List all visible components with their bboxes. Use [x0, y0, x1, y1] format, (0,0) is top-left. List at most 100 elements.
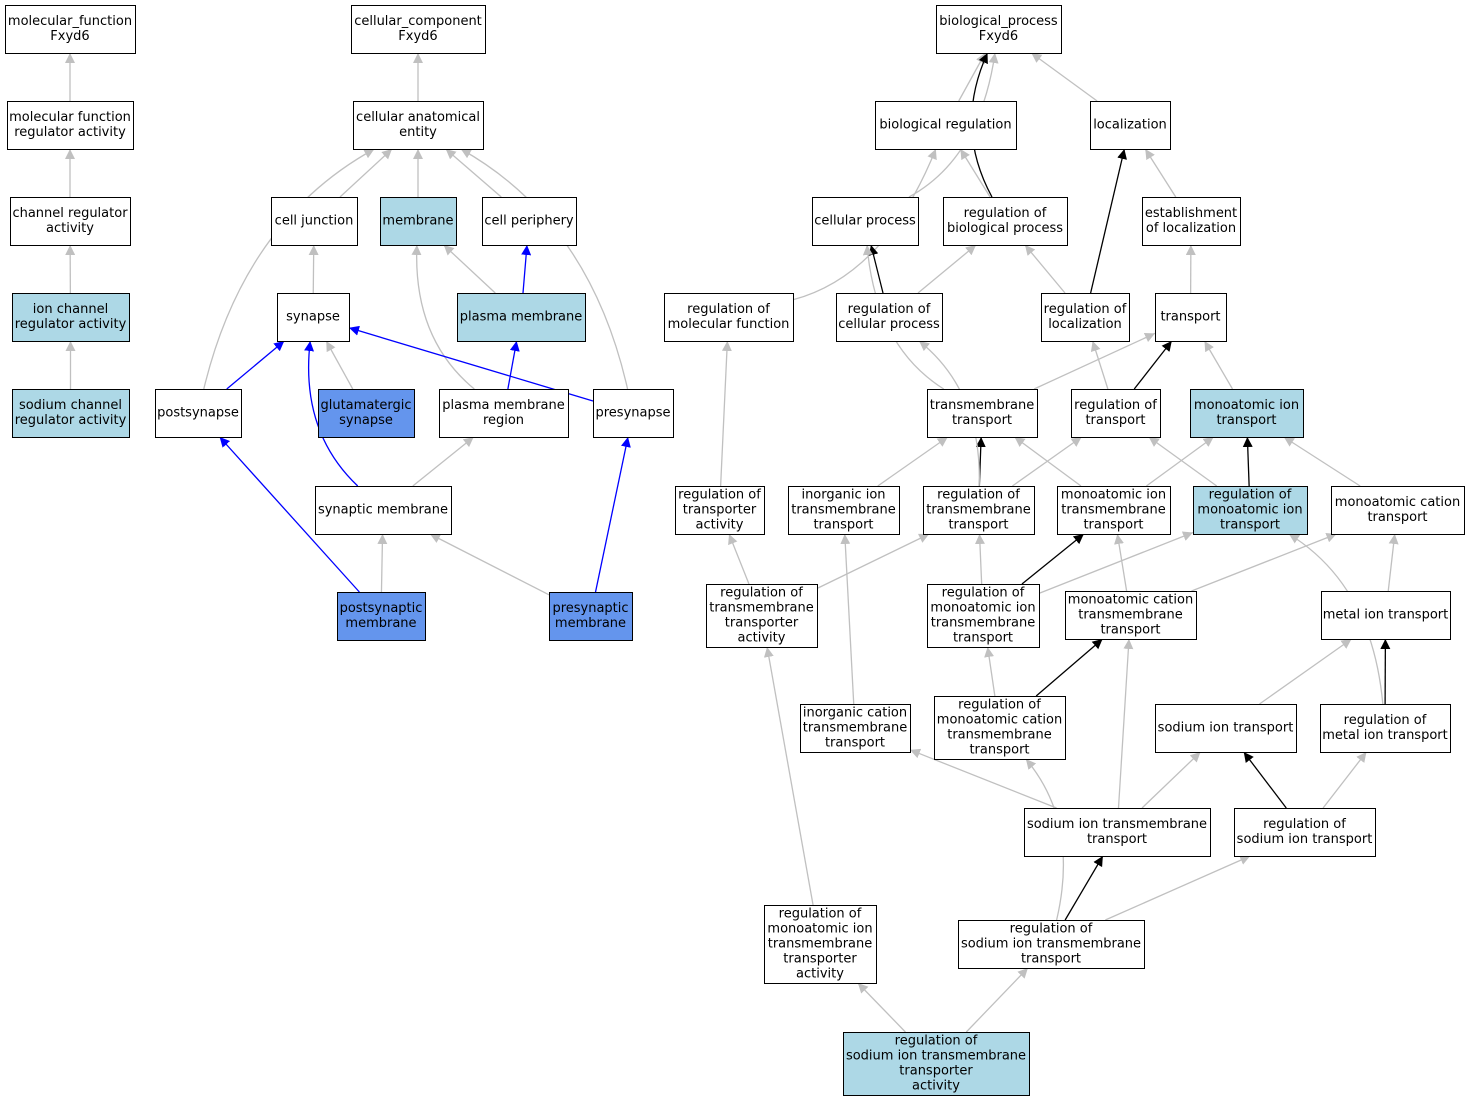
- node-label-line: regulation of: [687, 302, 770, 317]
- node-box: [1155, 293, 1227, 342]
- node-biological-regulation[interactable]: biological regulation: [875, 101, 1017, 150]
- node-cell-junction[interactable]: cell junction: [271, 197, 358, 246]
- node-box: [593, 389, 674, 438]
- node-transport[interactable]: transport: [1155, 293, 1227, 342]
- node-label-line: Fxyd6: [50, 29, 89, 44]
- node-label-line: monoatomic cation: [1335, 495, 1460, 510]
- node-label-line: transmembrane: [926, 503, 1031, 518]
- node-label-line: cellular process: [838, 317, 940, 332]
- node-label-line: transmembrane: [791, 503, 896, 518]
- node-box: [155, 389, 242, 438]
- node-box: [1071, 389, 1161, 438]
- node-box: [277, 293, 350, 342]
- node-reg-tt-activity[interactable]: regulation oftransmembranetransporteract…: [706, 584, 818, 648]
- node-postsynapse[interactable]: postsynapse: [155, 389, 242, 438]
- node-box: [1331, 486, 1465, 535]
- node-box: [549, 592, 633, 641]
- node-synaptic-membrane[interactable]: synaptic membrane: [315, 486, 452, 535]
- node-localization[interactable]: localization: [1090, 101, 1171, 150]
- node-box: [380, 197, 457, 246]
- node-membrane[interactable]: membrane: [380, 197, 457, 246]
- node-box: [836, 293, 943, 342]
- node-box: [958, 920, 1145, 969]
- node-label-line: transport: [1021, 952, 1081, 967]
- edge-reg-sodium-ion-tt-activity-to-reg-monoatomic-ion-tt-activity: [857, 982, 906, 1033]
- edge-sodium-ion-tt-to-sodium-ion-transport: [1141, 751, 1201, 809]
- node-plasma-membrane[interactable]: plasma membrane: [457, 293, 586, 342]
- node-label-line: regulation of: [779, 907, 862, 922]
- edge-inorganic-ion-tt-to-transmembrane-transport: [877, 436, 949, 487]
- edge-reg-tt-activity-to-reg-tt: [816, 533, 930, 590]
- node-label-line: transport: [1160, 310, 1220, 325]
- edge-layer: [65, 52, 1399, 1033]
- node-box: [1320, 704, 1451, 753]
- edge-sodium-ion-tt-to-monoatomic-cation-tt: [1117, 638, 1134, 809]
- node-label-line: sodium ion transmembrane: [961, 937, 1141, 952]
- edge-reg-sodium-ion-tt-to-sodium-ion-tt: [1064, 855, 1104, 921]
- edge-monoatomic-cation-tt-to-monoatomic-ion-tt: [1114, 533, 1128, 592]
- node-label-line: presynapse: [595, 406, 670, 421]
- node-sodium-ion-transport[interactable]: sodium ion transport: [1155, 704, 1297, 753]
- node-label-line: transmembrane: [803, 721, 908, 736]
- node-box: [271, 197, 358, 246]
- node-label-line: regulation of: [848, 302, 931, 317]
- edge-postsynapse-to-cellular-anatomical-entity: [203, 148, 375, 390]
- node-metal-ion-transport[interactable]: metal ion transport: [1321, 591, 1451, 640]
- edge-plasma-membrane-region-to-membrane: [411, 244, 475, 390]
- node-synapse[interactable]: synapse: [277, 293, 350, 342]
- node-presynapse[interactable]: presynapse: [593, 389, 674, 438]
- node-label-line: sodium ion transport: [1237, 832, 1373, 847]
- edge-reg-monoatomic-cation-tt-to-reg-monoatomic-ion-tt: [984, 646, 996, 697]
- node-box: [934, 696, 1066, 760]
- node-label-line: sodium ion transport: [1158, 721, 1294, 736]
- node-label-line: regulation of: [942, 586, 1025, 601]
- node-box: [7, 101, 134, 150]
- node-label-line: cell junction: [275, 214, 354, 229]
- node-label-line: transport: [1216, 413, 1276, 428]
- node-label-line: transmembrane: [947, 728, 1052, 743]
- node-cell-periphery[interactable]: cell periphery: [482, 197, 577, 246]
- node-box: [315, 486, 452, 535]
- node-box: [1090, 101, 1171, 150]
- node-label-line: transport: [1100, 623, 1160, 638]
- node-label-line: regulator activity: [14, 125, 126, 140]
- node-cellular-process[interactable]: cellular process: [812, 197, 919, 246]
- node-label-line: transport: [825, 736, 885, 751]
